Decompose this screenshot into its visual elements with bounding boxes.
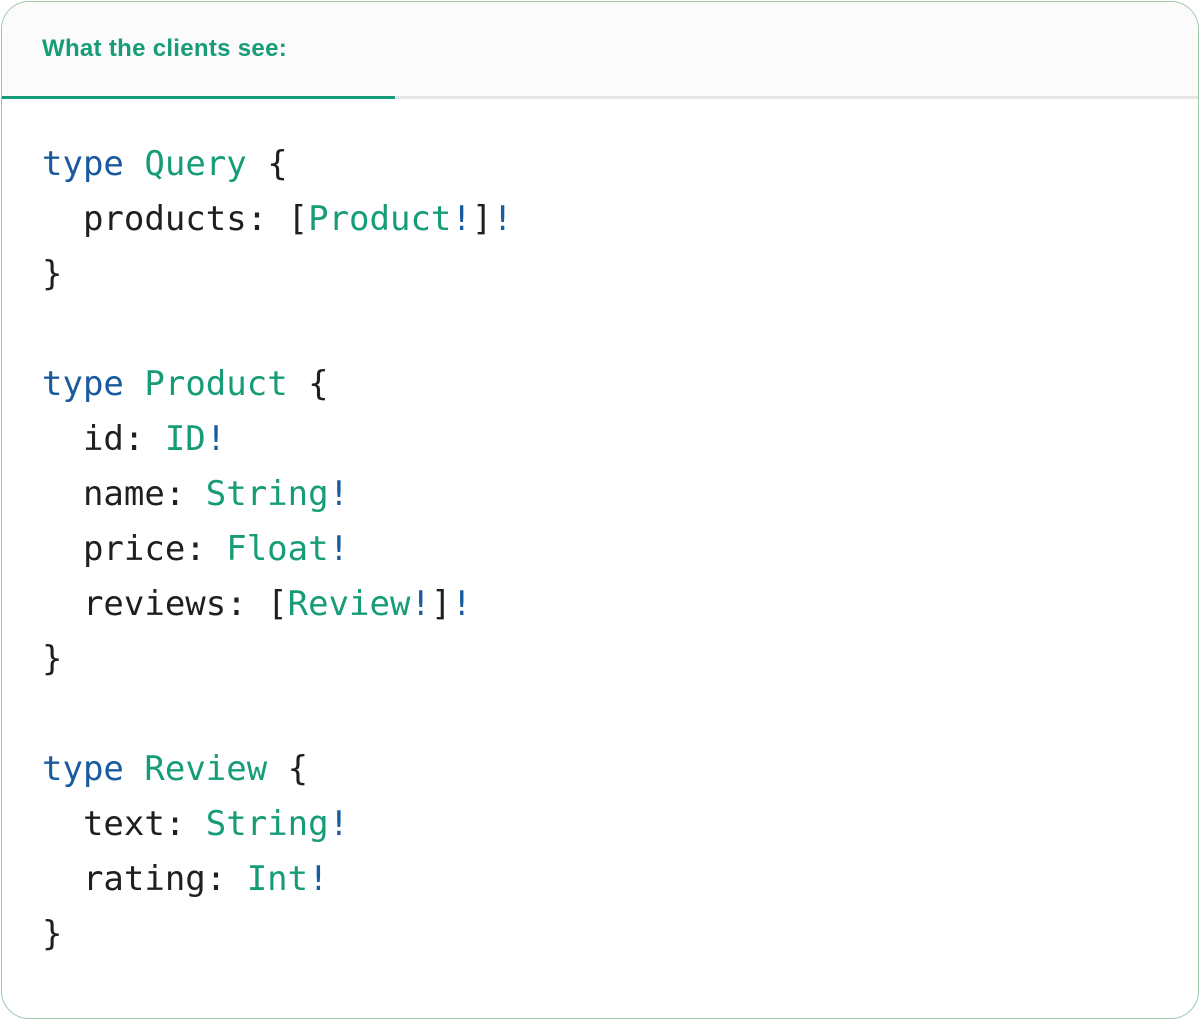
code-token-bang: ! (410, 584, 431, 624)
code-token-keyword: type (42, 749, 124, 789)
tabs-header: What the clients see: (2, 2, 1198, 99)
code-line (42, 302, 1158, 357)
code-token-plain (124, 364, 144, 404)
code-line: rating: Int! (42, 852, 1158, 907)
code-token-plain: name: (42, 474, 206, 514)
code-line (42, 687, 1158, 742)
code-token-plain: { (246, 144, 288, 184)
code-line: reviews: [Review!]! (42, 577, 1158, 632)
code-token-plain (124, 749, 144, 789)
code-token-plain: id: (42, 419, 165, 459)
code-line: price: Float! (42, 522, 1158, 577)
code-token-bang: ! (308, 859, 329, 899)
tab-label: What the clients see: (42, 35, 288, 62)
code-token-type: String (205, 474, 329, 514)
code-token-type: Query (144, 144, 247, 184)
code-token-plain: price: (42, 529, 227, 569)
code-token-plain: ] (430, 584, 452, 624)
code-token-bang: ! (451, 584, 472, 624)
code-line: text: String! (42, 797, 1158, 852)
code-token-type: Review (287, 584, 411, 624)
code-token-plain: } (42, 914, 63, 954)
code-line: type Product { (42, 357, 1158, 412)
code-token-type: ID (164, 419, 206, 459)
code-token-bang: ! (328, 474, 350, 514)
code-line: id: ID! (42, 412, 1158, 467)
code-token-bang: ! (205, 419, 227, 459)
code-token-plain (124, 144, 144, 184)
code-token-bang: ! (451, 199, 472, 239)
code-token-type: Int (246, 859, 309, 899)
tab-what-clients-see[interactable]: What the clients see: (2, 2, 395, 96)
code-token-type: String (205, 804, 329, 844)
code-token-keyword: type (42, 364, 124, 404)
code-line: type Review { (42, 742, 1158, 797)
code-block: type Query { products: [Product!]!} type… (2, 99, 1198, 982)
code-line: products: [Product!]! (42, 192, 1158, 247)
code-token-type: Product (308, 199, 452, 239)
code-line: } (42, 247, 1158, 302)
code-token-plain: } (42, 254, 63, 294)
code-line: type Query { (42, 137, 1158, 192)
code-line: name: String! (42, 467, 1158, 522)
code-token-bang: ! (328, 529, 350, 569)
code-line: } (42, 907, 1158, 962)
code-token-plain: } (42, 639, 63, 679)
code-token-plain: { (267, 749, 309, 789)
code-token-plain: rating: (42, 859, 247, 899)
code-token-type: Float (226, 529, 329, 569)
code-token-plain: text: (42, 804, 206, 844)
active-tab-underline (2, 96, 395, 99)
code-token-keyword: type (42, 144, 124, 184)
code-token-bang: ! (492, 199, 513, 239)
code-token-plain: products: [ (42, 199, 309, 239)
code-token-bang: ! (328, 804, 350, 844)
code-token-plain: ] (471, 199, 493, 239)
code-token-type: Product (144, 364, 288, 404)
code-token-type: Review (144, 749, 268, 789)
code-token-plain: reviews: [ (42, 584, 288, 624)
code-line: } (42, 632, 1158, 687)
code-token-plain: { (287, 364, 329, 404)
